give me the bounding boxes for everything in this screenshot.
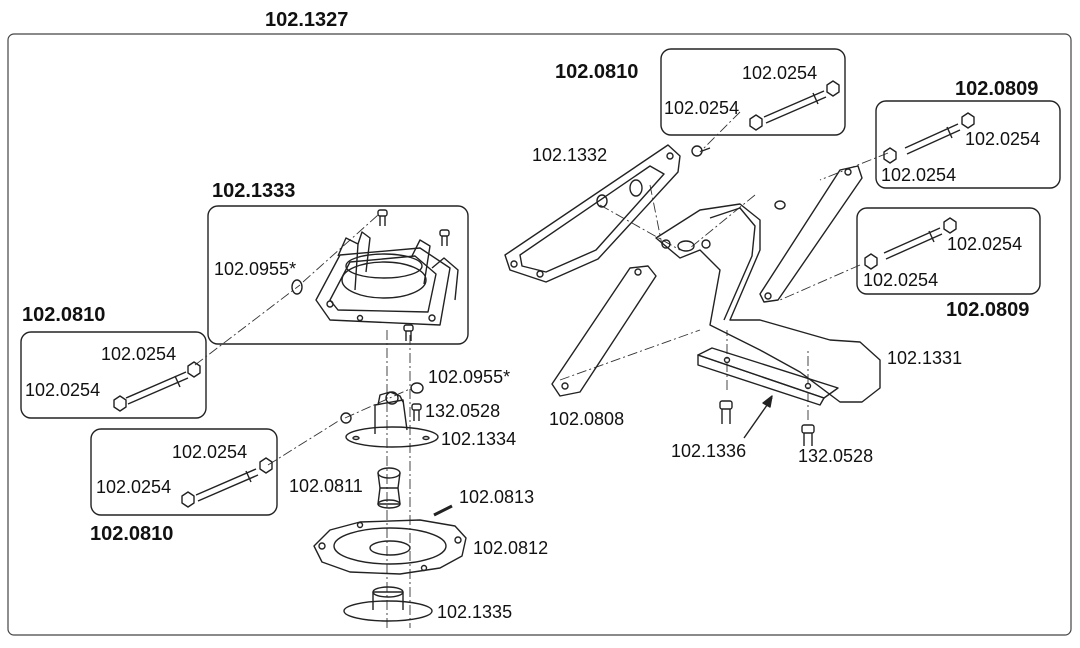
part-label: 102.0254 <box>881 165 957 185</box>
part-label: 102.0811 <box>289 476 363 496</box>
part-label: 102.0812 <box>473 538 549 558</box>
part-label: 102.0955* <box>428 367 511 387</box>
part-label: 132.0528 <box>798 446 874 466</box>
group-label-rod-left-upper: 102.0810 <box>22 304 106 326</box>
part-label: 102.0254 <box>25 380 101 400</box>
outer-frame <box>7 33 1072 636</box>
main-assembly-number: 102.1327 <box>265 9 349 31</box>
group-label-rod-top-right: 102.0809 <box>955 78 1039 100</box>
callout-box-rod-right-middle <box>856 207 1041 295</box>
frame-102-1331 <box>655 165 881 403</box>
callout-box-rod-left-upper <box>20 331 207 419</box>
part-label: 102.0254 <box>863 270 939 290</box>
callout-box-rod-left-lower <box>90 428 278 516</box>
rod-right-middle <box>864 217 957 270</box>
rod-left-upper <box>113 361 201 412</box>
bolt-plate-left <box>719 400 733 424</box>
part-label: 102.0955* <box>214 259 297 279</box>
part-label: 102.0254 <box>101 344 177 364</box>
part-label: 102.1335 <box>437 602 513 622</box>
part-label: 102.0813 <box>459 487 535 507</box>
callout-box-rod-top-middle <box>660 48 846 136</box>
part-label: 102.0254 <box>172 442 248 462</box>
pivot-screws <box>340 382 424 424</box>
rod-top-middle <box>749 80 840 131</box>
housing-screws <box>291 209 450 341</box>
part-label: 102.1334 <box>441 429 517 449</box>
part-label: 102.0254 <box>664 98 740 118</box>
small-screw-bracket <box>691 145 711 157</box>
bushing-102-0811 <box>377 467 401 509</box>
group-label-housing: 102.1333 <box>212 180 296 202</box>
bracket-102-1332 <box>504 144 681 283</box>
rod-left-lower <box>181 457 273 508</box>
part-label: 102.1331 <box>887 348 963 368</box>
part-label: 132.0528 <box>425 401 501 421</box>
part-label: 102.0254 <box>947 234 1023 254</box>
group-label-rod-right-middle: 102.0809 <box>946 299 1030 321</box>
part-label: 102.0254 <box>965 129 1041 149</box>
group-label-rod-left-lower: 102.0810 <box>90 523 174 545</box>
callout-box-housing <box>207 205 469 345</box>
rod-top-right <box>883 112 975 164</box>
housing-part <box>315 231 459 326</box>
bolt-plate-right <box>801 424 815 446</box>
small-bolt-132-0528 <box>411 403 422 421</box>
group-label-rod-top-middle: 102.0810 <box>555 61 639 83</box>
flange-102-0812 <box>313 519 467 575</box>
base-102-1335 <box>343 586 433 622</box>
part-label: 102.0808 <box>549 409 625 429</box>
part-label: 102.0254 <box>96 477 172 497</box>
mount-plate <box>345 391 439 448</box>
arm-102-0808 <box>551 265 657 397</box>
plate-102-1336 <box>697 347 839 406</box>
part-label: 102.1336 <box>671 441 747 461</box>
part-label: 102.0254 <box>742 63 818 83</box>
pin-102-0813 <box>433 504 453 517</box>
part-label: 102.1332 <box>532 145 608 165</box>
callout-box-rod-top-right <box>875 100 1061 189</box>
